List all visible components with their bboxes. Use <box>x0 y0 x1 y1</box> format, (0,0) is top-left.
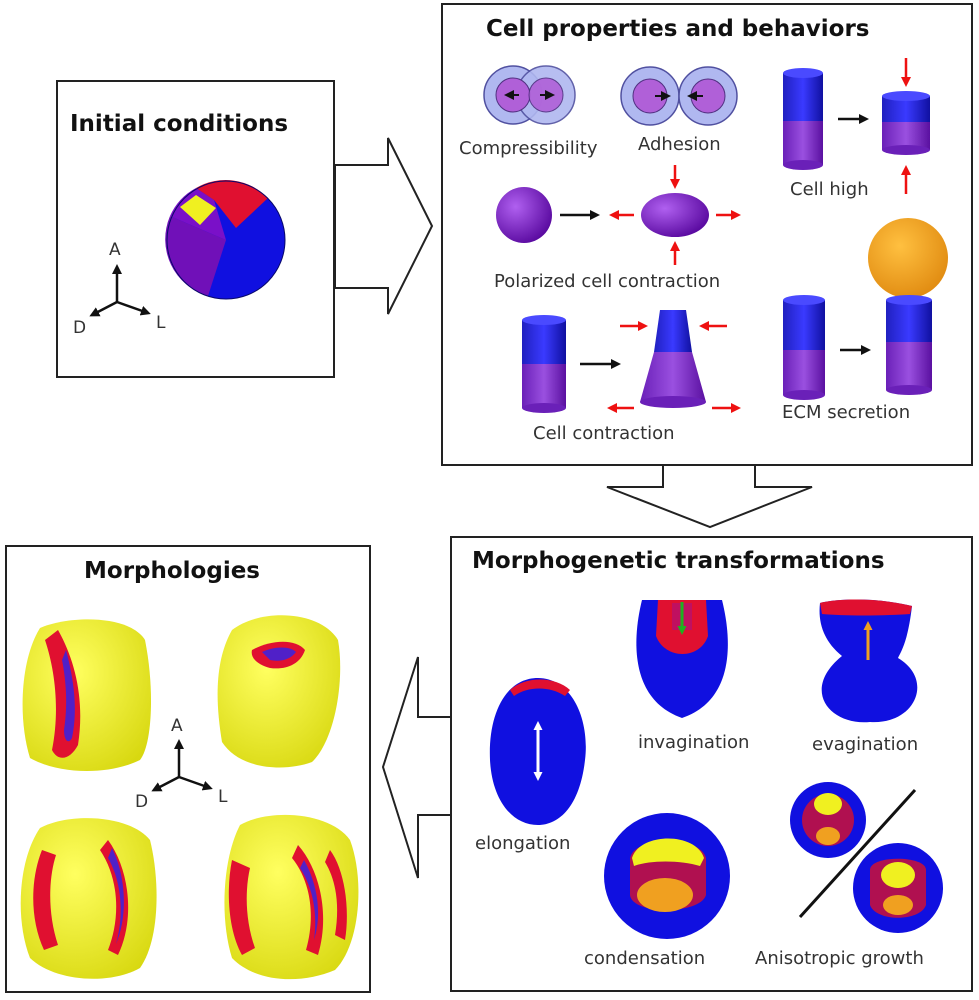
axis-d-label: D <box>73 318 87 338</box>
axis-d-label-2: D <box>135 792 149 812</box>
polarized-contraction-icon <box>496 165 741 265</box>
axis-l-label-2: L <box>218 787 228 807</box>
morphology-embryo-3 <box>20 818 157 979</box>
cell-properties-title: Cell properties and behaviors <box>486 16 870 42</box>
polarized-contraction-label: Polarized cell contraction <box>494 271 721 292</box>
elongation-label: elongation <box>475 833 571 854</box>
cell-high-icon <box>783 58 930 194</box>
elongation-shape <box>489 678 586 825</box>
condensation-label: condensation <box>584 948 706 969</box>
initial-embryo-sphere <box>165 180 286 300</box>
flow-arrow-left <box>381 656 450 879</box>
evagination-shape <box>819 599 918 723</box>
axis-a-label-2: A <box>171 716 183 736</box>
evagination-label: evagination <box>812 734 919 755</box>
axis-glyph-morphologies <box>151 739 213 792</box>
adhesion-label: Adhesion <box>638 134 721 155</box>
morphologies-title: Morphologies <box>84 558 260 584</box>
cell-contraction-icon <box>522 310 741 413</box>
compressibility-label: Compressibility <box>459 138 598 159</box>
morphology-embryo-1 <box>22 619 152 772</box>
ecm-secretion-label: ECM secretion <box>782 402 911 423</box>
invagination-label: invagination <box>638 732 750 753</box>
flow-arrow-down <box>606 466 813 529</box>
morphology-embryo-2 <box>217 615 341 768</box>
anisotropic-growth-label: Anisotropic growth <box>755 948 924 969</box>
invagination-shape <box>636 600 728 718</box>
cell-high-label: Cell high <box>790 179 869 200</box>
axis-l-label: L <box>156 313 166 333</box>
anisotropic-growth-shape <box>790 782 943 933</box>
compressibility-icon <box>483 65 576 125</box>
morphogenetic-title: Morphogenetic transformations <box>472 548 885 574</box>
initial-conditions-title: Initial conditions <box>70 111 289 137</box>
flow-arrow-right <box>334 137 434 315</box>
morphology-embryo-4 <box>224 814 359 980</box>
cell-contraction-label: Cell contraction <box>533 423 675 444</box>
axis-glyph-initial <box>89 264 151 317</box>
ecm-secretion-icon <box>783 218 948 400</box>
condensation-shape <box>604 813 730 939</box>
adhesion-icon <box>620 66 738 126</box>
axis-a-label: A <box>109 240 121 260</box>
